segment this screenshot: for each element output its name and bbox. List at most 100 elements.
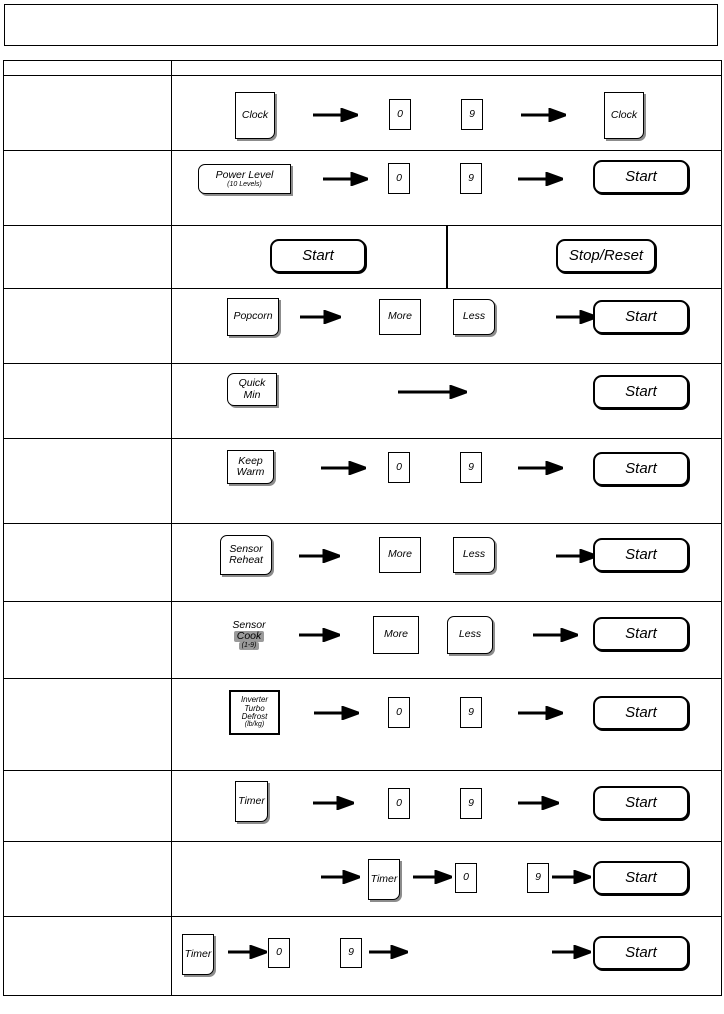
key-quick-label: Quick <box>238 377 266 390</box>
row-sequence-timer-b: Timer 0 9 Start <box>171 841 722 917</box>
key-digit-9[interactable]: 9 <box>527 863 549 893</box>
key-digit-0[interactable]: 0 <box>388 788 410 819</box>
key-start[interactable]: Start <box>270 239 366 273</box>
header-cell-left <box>3 60 172 76</box>
arrow-icon <box>412 870 452 884</box>
row-sequence-keep-warm: Keep Warm 0 9 Start <box>171 438 722 524</box>
key-popcorn[interactable]: Popcorn <box>227 298 279 336</box>
key-less[interactable]: Less <box>447 616 493 654</box>
arrow-icon <box>555 310 597 324</box>
key-digit-0[interactable]: 0 <box>388 697 410 728</box>
row-sequence-start-stop: Start Stop/Reset <box>171 225 722 289</box>
key-timer[interactable]: Timer <box>182 934 214 975</box>
key-start[interactable]: Start <box>593 936 689 970</box>
table-row: Sensor Cook (1-9) More Less Start <box>3 601 722 679</box>
key-digit-0[interactable]: 0 <box>388 452 410 483</box>
key-sensor-reheat[interactable]: Sensor Reheat <box>220 535 272 575</box>
key-more[interactable]: More <box>379 537 421 573</box>
key-digit-0[interactable]: 0 <box>268 938 290 968</box>
key-inverter-turbo-defrost[interactable]: Inverter Turbo Defrost (lb/kg) <box>229 690 280 735</box>
key-timer[interactable]: Timer <box>368 859 400 900</box>
key-keep-warm[interactable]: Keep Warm <box>227 450 274 484</box>
arrow-icon <box>312 108 358 122</box>
key-lbkg-label: (lb/kg) <box>244 721 265 729</box>
cell-divider <box>446 226 448 288</box>
key-sensor-cook[interactable]: Sensor Cook (1-9) <box>218 614 280 656</box>
arrow-icon <box>320 461 366 475</box>
table-row: Quick Min Start <box>3 363 722 439</box>
key-start[interactable]: Start <box>593 617 689 651</box>
key-keep-label: Keep <box>238 454 263 467</box>
key-digit-9[interactable]: 9 <box>340 938 362 968</box>
key-defrost-label: Defrost <box>241 712 268 722</box>
key-reheat-label: Reheat <box>229 554 263 566</box>
row-label-inverter-turbo-defrost <box>3 678 172 771</box>
arrow-icon <box>298 628 340 642</box>
row-sequence-sensor-reheat: Sensor Reheat More Less Start <box>171 523 722 602</box>
key-start[interactable]: Start <box>593 696 689 730</box>
row-sequence-quick-min: Quick Min Start <box>171 363 722 439</box>
key-start[interactable]: Start <box>593 452 689 486</box>
key-quick-min[interactable]: Quick Min <box>227 373 277 406</box>
row-label-timer-b <box>3 841 172 917</box>
row-label-timer-a <box>3 770 172 842</box>
key-more[interactable]: More <box>373 616 419 654</box>
key-start[interactable]: Start <box>593 300 689 334</box>
row-label-sensor-reheat <box>3 523 172 602</box>
key-sensor-label: Sensor <box>232 619 266 632</box>
arrow-icon <box>551 945 591 959</box>
key-start[interactable]: Start <box>593 786 689 820</box>
row-label-power-level <box>3 150 172 226</box>
arrow-icon <box>555 549 597 563</box>
header-cell-right <box>171 60 722 76</box>
table-row: Timer 0 9 Start <box>3 916 722 996</box>
row-sequence-inverter-turbo-defrost: Inverter Turbo Defrost (lb/kg) 0 9 <box>171 678 722 771</box>
row-label-quick-min <box>3 363 172 439</box>
arrow-icon <box>517 796 559 810</box>
arrow-icon <box>551 870 591 884</box>
arrow-icon <box>312 796 354 810</box>
key-start[interactable]: Start <box>593 861 689 895</box>
key-digit-0[interactable]: 0 <box>455 863 477 893</box>
row-sequence-popcorn: Popcorn More Less Start <box>171 288 722 364</box>
sequence-table: Clock 0 9 Clock <box>3 60 722 996</box>
key-warm-label: Warm <box>236 466 265 478</box>
key-power-level[interactable]: Power Level (10 Levels) <box>198 164 291 194</box>
row-sequence-sensor-cook: Sensor Cook (1-9) More Less Start <box>171 601 722 679</box>
key-digit-9[interactable]: 9 <box>460 163 482 194</box>
key-clock-2[interactable]: Clock <box>604 92 644 139</box>
table-row: Timer 0 9 Start <box>3 841 722 917</box>
key-more[interactable]: More <box>379 299 421 335</box>
key-min-label: Min <box>243 388 261 401</box>
key-start[interactable]: Start <box>593 538 689 572</box>
arrow-icon <box>299 310 341 324</box>
key-digit-9[interactable]: 9 <box>460 452 482 483</box>
key-digit-0[interactable]: 0 <box>388 163 410 194</box>
table-row: Popcorn More Less Start <box>3 288 722 364</box>
row-label-keep-warm <box>3 438 172 524</box>
key-turbo-label: Turbo <box>244 703 265 713</box>
key-start[interactable]: Start <box>593 160 689 194</box>
key-power-level-sub: (10 Levels) <box>227 180 262 188</box>
table-row: Start Stop/Reset <box>3 225 722 289</box>
key-cook-label: Cook <box>233 631 265 643</box>
arrow-icon <box>397 385 467 399</box>
key-digit-0[interactable]: 0 <box>389 99 411 130</box>
key-less[interactable]: Less <box>453 537 495 573</box>
key-timer[interactable]: Timer <box>235 781 268 822</box>
table-row: Clock 0 9 Clock <box>3 75 722 151</box>
key-less[interactable]: Less <box>453 299 495 335</box>
key-digit-9[interactable]: 9 <box>460 788 482 819</box>
key-sensor-label: Sensor <box>229 542 263 555</box>
arrow-icon <box>298 549 340 563</box>
key-stop-reset[interactable]: Stop/Reset <box>556 239 656 273</box>
row-sequence-timer-c: Timer 0 9 Start <box>171 916 722 996</box>
key-digit-9[interactable]: 9 <box>460 697 482 728</box>
key-clock-1[interactable]: Clock <box>235 92 275 139</box>
key-digit-9[interactable]: 9 <box>461 99 483 130</box>
key-start[interactable]: Start <box>593 375 689 409</box>
arrow-icon <box>532 628 578 642</box>
table-header-row <box>3 60 722 76</box>
arrow-icon <box>227 945 267 959</box>
arrow-icon <box>322 172 368 186</box>
